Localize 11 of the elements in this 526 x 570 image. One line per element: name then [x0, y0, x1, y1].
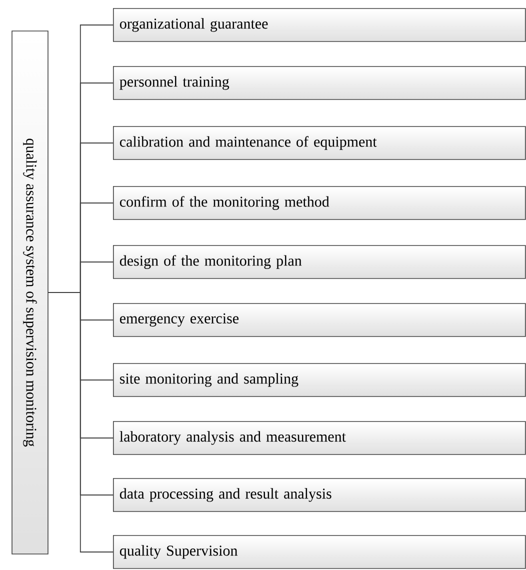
category-box: organizational guarantee: [113, 8, 526, 42]
category-box: site monitoring and sampling: [113, 363, 526, 397]
category-box: confirm of the monitoring method: [113, 186, 526, 220]
category-box: emergency exercise: [113, 303, 526, 337]
category-box: laboratory analysis and measurement: [113, 421, 526, 455]
category-box: data processing and result analysis: [113, 478, 526, 512]
root-box: quality assurance system of supervision monitoring: [12, 30, 48, 554]
category-box: personnel training: [113, 66, 526, 100]
category-box: quality Supervision: [113, 535, 526, 569]
category-box: calibration and maintenance of equipment: [113, 126, 526, 160]
category-box: design of the monitoring plan: [113, 245, 526, 279]
